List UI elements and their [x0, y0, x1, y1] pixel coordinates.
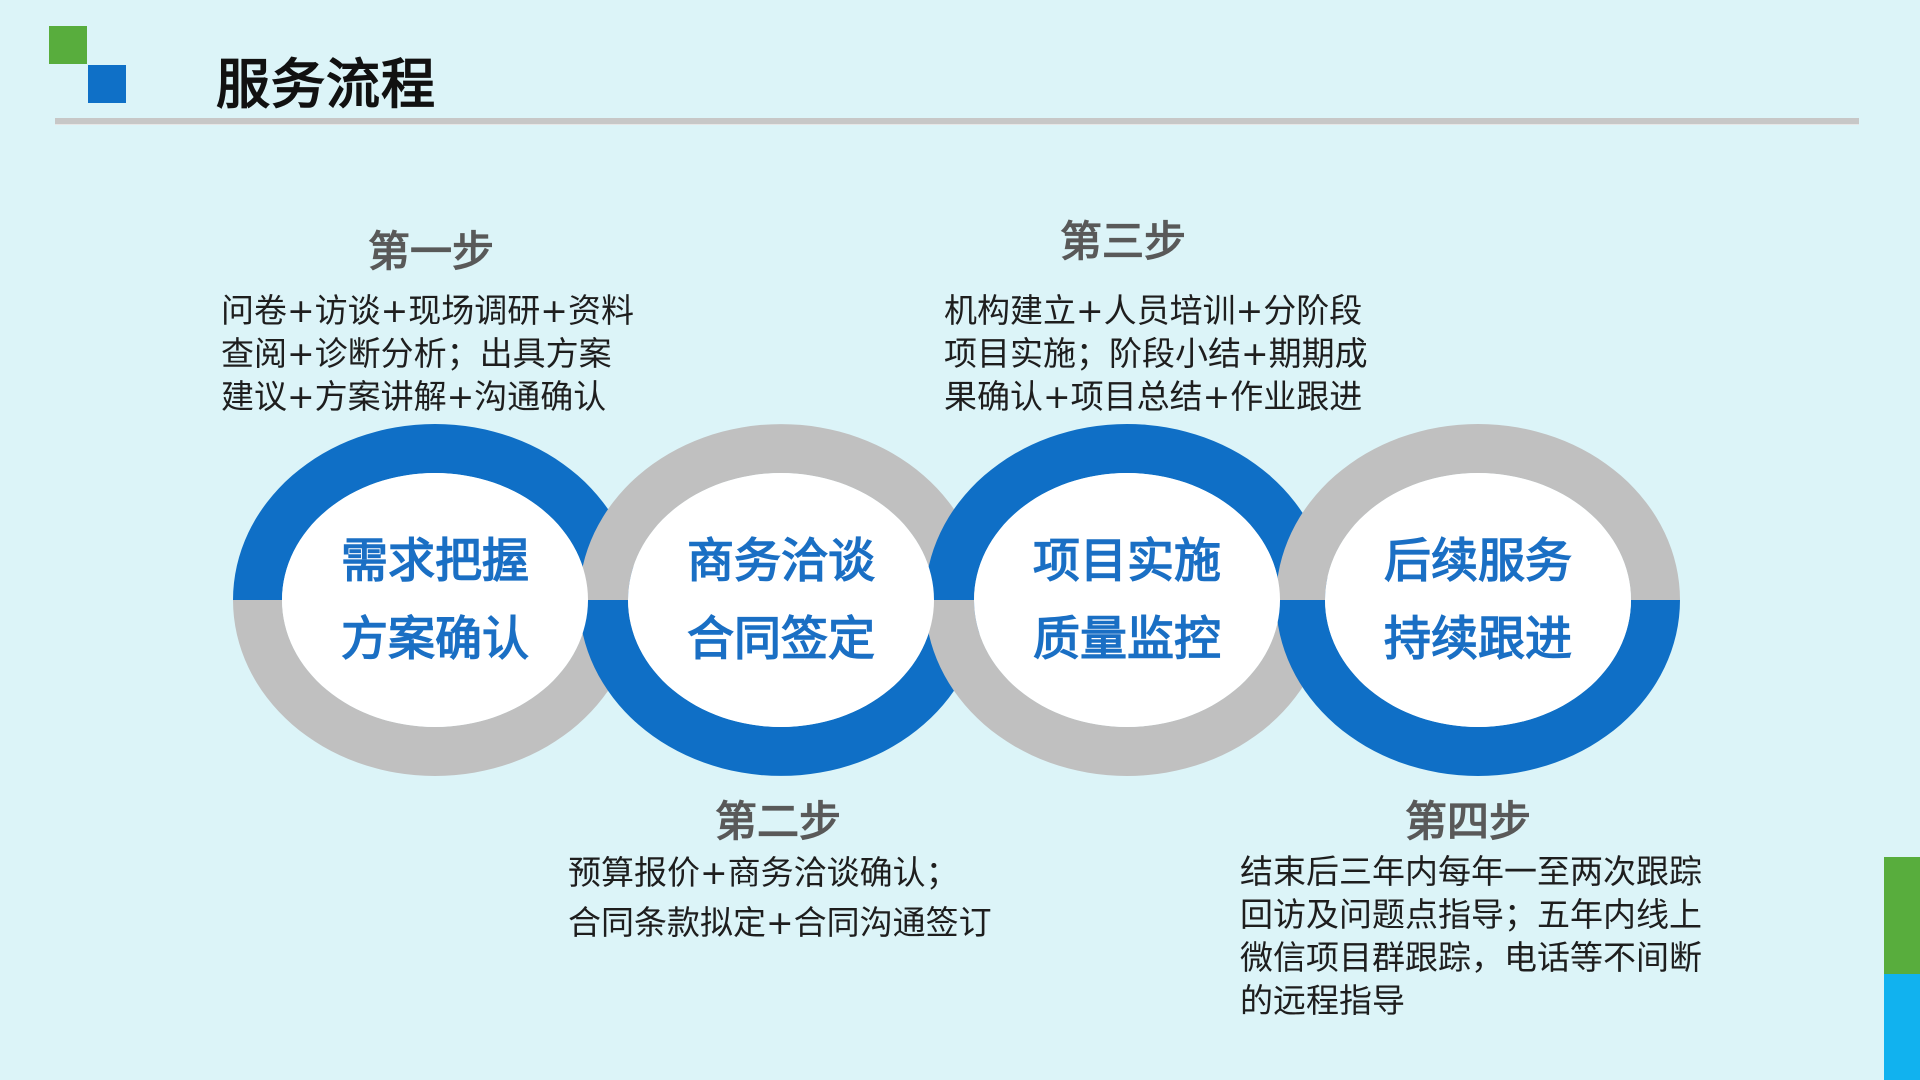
ring-step-1	[233, 424, 637, 776]
step-1-desc-line: 建议+方案讲解+沟通确认	[221, 377, 607, 416]
step-4-desc-line: 回访及问题点指导；五年内线上	[1240, 895, 1702, 934]
ring-2-inner-disc	[628, 473, 934, 727]
circle-4-label: 后续服务 持续跟进	[1378, 523, 1578, 679]
step-2-desc-line: 合同条款拟定+合同沟通签订	[568, 903, 992, 942]
step-3-heading: 第三步	[1060, 217, 1187, 266]
ring-3-grey-arc	[925, 600, 1329, 776]
circle-2-label-line: 商务洽谈	[687, 534, 875, 589]
circle-4-label-line: 持续跟进	[1384, 612, 1572, 667]
step-3-desc-line: 项目实施；阶段小结+期期成	[944, 334, 1368, 373]
page-title: 服务流程	[216, 53, 436, 116]
ring-1-inner-disc	[282, 473, 588, 727]
ring-step-4	[1276, 424, 1680, 776]
step-3-description: 机构建立+人员培训+分阶段 项目实施；阶段小结+期期成 果确认+项目总结+作业跟…	[944, 289, 1368, 418]
circle-1-label-line: 方案确认	[341, 612, 529, 667]
step-1-desc-line: 查阅+诊断分析；出具方案	[221, 334, 612, 373]
circle-2-label: 商务洽谈 合同签定	[681, 523, 881, 679]
ring-4-grey-arc	[1276, 424, 1680, 600]
step-4-desc-line: 结束后三年内每年一至两次跟踪	[1240, 852, 1702, 891]
circle-2-label-line: 合同签定	[687, 612, 875, 667]
step-1-heading: 第一步	[368, 227, 495, 276]
ring-4-blue-arc	[1276, 600, 1680, 776]
step-2-heading: 第二步	[715, 797, 842, 846]
step-4-description: 结束后三年内每年一至两次跟踪 回访及问题点指导；五年内线上 微信项目群跟踪，电话…	[1240, 850, 1702, 1022]
ring-1-blue-arc	[233, 424, 637, 600]
step-4-desc-line: 的远程指导	[1240, 981, 1405, 1020]
step-3-desc-line: 果确认+项目总结+作业跟进	[944, 377, 1363, 416]
ring-3-blue-arc	[925, 424, 1329, 600]
ring-4-inner-disc	[1325, 473, 1631, 727]
step-3-desc-line: 机构建立+人员培训+分阶段	[944, 291, 1363, 330]
circle-3-label: 项目实施 质量监控	[1027, 523, 1227, 679]
circle-4-label-line: 后续服务	[1384, 534, 1572, 589]
step-1-description: 问卷+访谈+现场调研+资料 查阅+诊断分析；出具方案 建议+方案讲解+沟通确认	[221, 289, 634, 418]
logo-square-blue	[88, 65, 126, 103]
step-4-heading: 第四步	[1405, 797, 1532, 846]
corner-accent-cyan	[1884, 974, 1920, 1080]
circle-3-label-line: 项目实施	[1033, 534, 1221, 589]
logo-square-green	[49, 26, 87, 64]
ring-2-blue-arc	[579, 600, 983, 776]
ring-1-grey-arc	[233, 600, 637, 776]
ring-step-2	[579, 424, 983, 776]
circle-1-label-line: 需求把握	[341, 534, 529, 589]
corner-accent-green	[1884, 857, 1920, 974]
ring-3-inner-disc	[974, 473, 1280, 727]
circle-1-label: 需求把握 方案确认	[335, 523, 535, 679]
ring-step-3	[925, 424, 1329, 776]
step-2-description: 预算报价+商务洽谈确认； 合同条款拟定+合同沟通签订	[568, 848, 992, 948]
step-4-desc-line: 微信项目群跟踪，电话等不间断	[1240, 938, 1702, 977]
step-1-desc-line: 问卷+访谈+现场调研+资料	[221, 291, 634, 330]
step-2-desc-line: 预算报价+商务洽谈确认；	[568, 853, 959, 892]
title-divider	[55, 118, 1859, 125]
ring-2-grey-arc	[579, 424, 983, 600]
circle-3-label-line: 质量监控	[1033, 612, 1221, 667]
